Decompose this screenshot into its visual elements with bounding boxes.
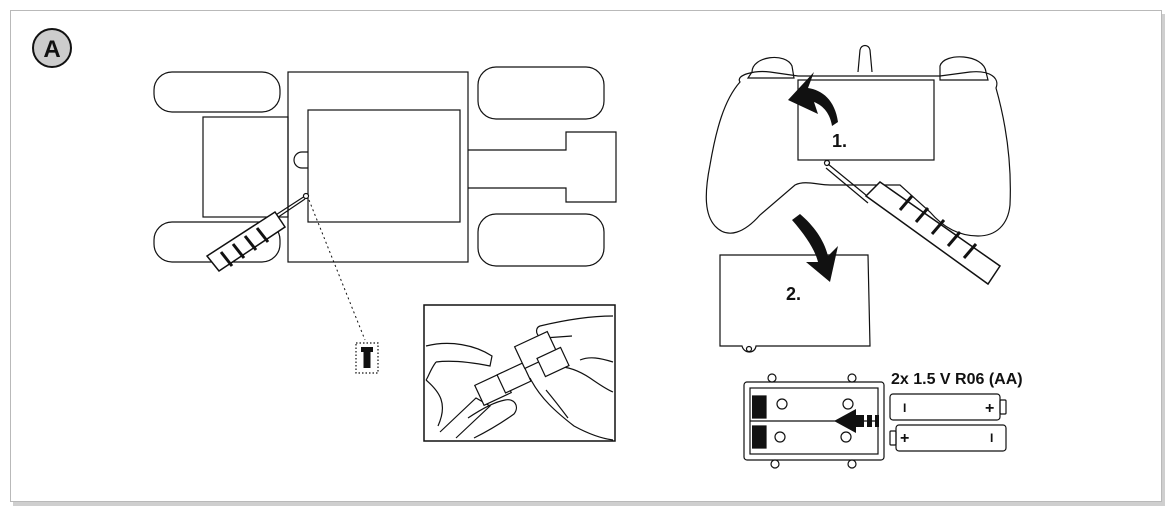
connector-inset	[423, 304, 616, 442]
gamepad	[705, 44, 1011, 237]
screwdriver-icon	[205, 192, 310, 273]
battery-plus-mark: +	[985, 400, 994, 417]
battery-cover	[719, 254, 871, 353]
step-1-label: 1.	[832, 131, 847, 151]
arrow-icon	[788, 72, 838, 126]
screw-icon	[355, 342, 379, 374]
vehicle-top-view	[153, 66, 617, 267]
panel-letter: A	[43, 36, 60, 63]
step-2-label: 2.	[786, 284, 801, 304]
battery-plus-mark: +	[900, 430, 909, 447]
battery-minus-mark: I	[903, 401, 906, 415]
aa-battery	[889, 393, 1007, 421]
screwdriver-icon	[825, 163, 1002, 286]
aa-battery	[889, 424, 1007, 452]
screw-guide-line	[308, 199, 366, 341]
arrow-icon	[792, 214, 838, 282]
battery-minus-mark: I	[990, 431, 993, 445]
panel-badge: A	[32, 28, 72, 68]
arrow-icon	[834, 409, 879, 433]
battery-spec-label: 2x 1.5 V R06 (AA)	[891, 371, 1023, 388]
